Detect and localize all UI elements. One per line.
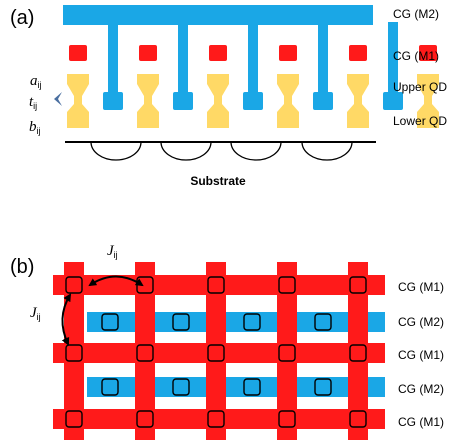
coupling-label-vertical: Jij [30,305,41,322]
quantum-dot-site [136,344,154,362]
label-cg-m1: CG (M1) [393,49,439,63]
row-label-2: CG (M2) [398,315,444,329]
control-gate-m1-pad [209,45,227,61]
row-label-5: CG (M1) [398,415,444,429]
quantum-dot-site [207,276,225,294]
quantum-dot-site [65,276,83,294]
quantum-dot-site [101,313,119,331]
quantum-dot-site [243,378,261,396]
quantum-dot-site [172,378,190,396]
control-gate-m2-finger [248,22,258,94]
control-gate-m2-finger [388,22,398,94]
quantum-dot-site [65,410,83,428]
control-gate-m1-pad [279,45,297,61]
quantum-dot-site [172,313,190,331]
quantum-dot-site [136,410,154,428]
quantum-dot-site [278,276,296,294]
quantum-dot-site [349,410,367,428]
row-label-4: CG (M2) [398,382,444,396]
control-gate-m2-row-1 [87,312,385,332]
panel-a: (a) Substrate CG (M2) CG (M1) Upper QD L… [10,5,447,188]
substrate-arc [230,141,282,161]
quantum-dot-site [349,344,367,362]
quantum-dot-site [207,344,225,362]
quantum-dot-pair [277,74,299,128]
row-label-1: CG (M1) [398,280,444,294]
panel-b: (b) Jij Jij CG (M1) CG (M2) CG (M1) CG (… [10,243,444,440]
quantum-dot-site [65,344,83,362]
quantum-dot-sites [65,276,367,428]
control-gate-m2-bar [63,5,373,25]
quantum-dot-row [67,74,439,128]
substrate-arc [160,141,212,161]
symbol-t-ij: tij [29,94,37,111]
quantum-dot-site [278,410,296,428]
control-gate-m2-fingers [103,22,403,110]
quantum-dot-site [101,378,119,396]
coupling-label-horizontal: Jij [107,243,118,260]
control-gate-m1-pad [419,45,437,61]
coupling-arrow-vertical [61,293,72,346]
control-gate-m2-finger [318,22,328,94]
quantum-dot-pair [67,74,89,128]
quantum-dot-pair [207,74,229,128]
symbol-b-ij: bij [29,119,41,136]
control-gate-m1-pad [139,45,157,61]
quantum-dot-site [243,313,261,331]
coupling-arrow-horizontal [88,275,144,287]
quantum-dot-pair [417,74,439,128]
quantum-dot-pair [137,74,159,128]
substrate-arc [90,141,142,161]
quantum-dot-pair [347,74,369,128]
row-label-3: CG (M1) [398,348,444,362]
control-gate-m2-finger [108,22,118,94]
control-gate-m2-row-2 [87,377,385,397]
panel-a-label: (a) [10,7,34,29]
quantum-dot-site [314,313,332,331]
control-gate-m2-finger-pad [313,92,333,110]
quantum-dot-site [207,410,225,428]
quantum-dot-site [278,344,296,362]
substrate-arc [301,141,353,161]
tunneling-arrow-icon [54,92,62,106]
control-gate-m2-finger-pad [383,92,403,110]
substrate-arcs [90,141,353,161]
control-gate-m2-finger-pad [103,92,123,110]
symbol-a-ij: aij [30,73,42,90]
control-gate-m1-pad [69,45,87,61]
label-upper-qd: Upper QD [393,80,447,94]
control-gate-m1-row-2 [53,343,385,363]
control-gate-m2-finger-pad [243,92,263,110]
control-gate-m1-row-3 [53,409,385,429]
label-lower-qd: Lower QD [393,114,447,128]
substrate-label: Substrate [190,174,246,188]
control-gate-m1-pad [349,45,367,61]
panel-b-label: (b) [10,256,34,278]
label-cg-m2: CG (M2) [393,7,439,21]
control-gate-m2-finger-pad [173,92,193,110]
quantum-dot-site [349,276,367,294]
control-gate-m2-finger [178,22,188,94]
control-gate-m1-row [69,45,437,61]
quantum-dot-site [314,378,332,396]
